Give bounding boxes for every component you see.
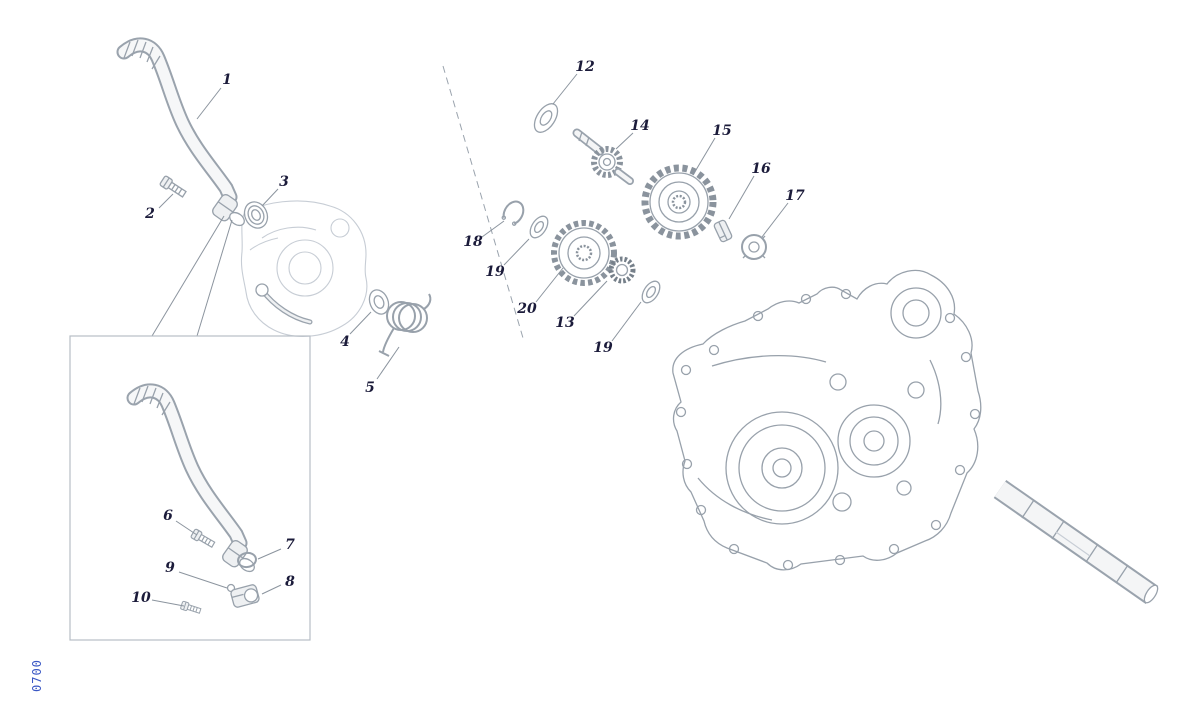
- part-label-2: 2: [145, 206, 155, 222]
- leader-lines: [151, 73, 789, 607]
- page-code: 0700: [30, 659, 44, 692]
- output-shaft: [993, 479, 1159, 605]
- engine-cover-outline: [240, 200, 368, 337]
- detail-relation-lines: [151, 215, 233, 337]
- inset-detail-box: [69, 335, 311, 641]
- lever-bolt: [158, 174, 188, 200]
- joint-body-8: [230, 584, 260, 608]
- kick-start-gear-20: [551, 220, 617, 286]
- washer-19b: [641, 280, 661, 304]
- part-label-7: 7: [285, 537, 295, 553]
- circlip-18: [501, 200, 525, 226]
- part-label-17: 17: [785, 188, 805, 204]
- splined-bush-13: [608, 256, 636, 284]
- part-label-10: 10: [131, 590, 151, 606]
- return-spring: [378, 293, 432, 357]
- part-label-9: 9: [165, 560, 175, 576]
- part-label-3: 3: [279, 174, 289, 190]
- part-label-19a: 19: [485, 264, 505, 280]
- part-label-14: 14: [630, 118, 650, 134]
- o-ring-7: [237, 551, 257, 569]
- part-label-6: 6: [163, 508, 173, 524]
- part-label-13: 13: [555, 315, 575, 331]
- kick-start-lever: [124, 40, 247, 228]
- lever-bolt-6: [189, 528, 217, 550]
- idle-gear-shaft-14: [572, 128, 634, 185]
- washer-19a: [529, 215, 549, 239]
- part-label-8: 8: [285, 574, 295, 590]
- crankcase-half: [672, 269, 982, 571]
- part-label-18: 18: [463, 234, 483, 250]
- seal-washer-3: [243, 201, 269, 229]
- part-label-19b: 19: [593, 340, 613, 356]
- part-label-5: 5: [365, 380, 375, 396]
- part-label-20: 20: [517, 301, 537, 317]
- ratchet-piece-16: [713, 219, 733, 243]
- part-label-1: 1: [222, 72, 232, 88]
- part-label-4: 4: [340, 334, 350, 350]
- washer-12: [533, 103, 559, 133]
- driven-gear-15: [641, 164, 717, 240]
- screw-10: [179, 600, 202, 616]
- kick-start-lever-variant: [134, 386, 257, 574]
- tab-washer-17: [741, 234, 767, 260]
- part-label-12: 12: [575, 59, 595, 75]
- part-label-15: 15: [712, 123, 732, 139]
- part-label-16: 16: [751, 161, 771, 177]
- washer-4: [368, 289, 390, 315]
- crankcase-bolt-holes: [675, 288, 981, 571]
